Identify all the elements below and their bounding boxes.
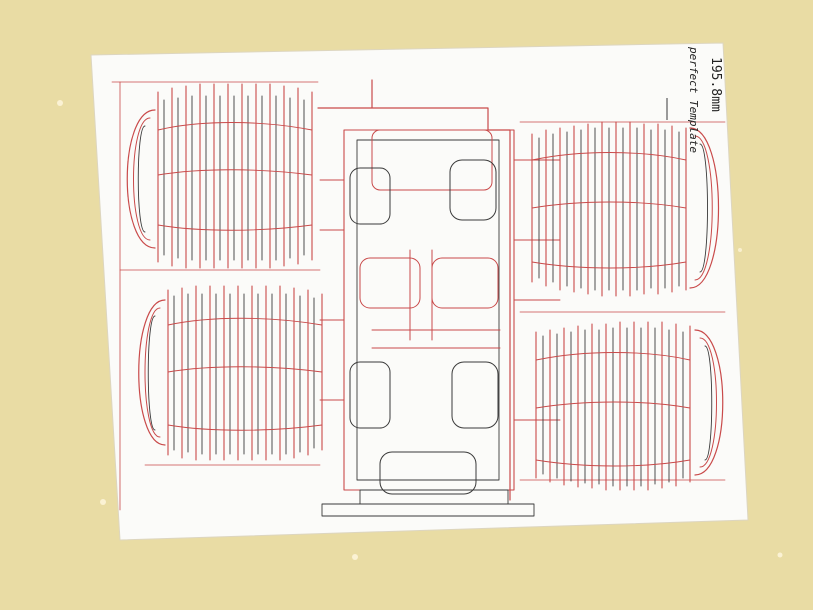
radiator-template-drawing bbox=[111, 79, 726, 517]
coil-block-top-left bbox=[126, 83, 313, 269]
coil-block-bottom-left bbox=[138, 285, 323, 461]
center-body bbox=[317, 79, 561, 517]
guide-lines bbox=[111, 81, 726, 511]
note-label: perfect Template bbox=[687, 46, 700, 153]
coil-block-top-right bbox=[531, 121, 720, 297]
coil-block-bottom-right bbox=[535, 321, 724, 491]
note-measurement: 195.8mm bbox=[708, 57, 723, 112]
handwritten-note: 195.8mm perfect Template bbox=[687, 46, 723, 153]
